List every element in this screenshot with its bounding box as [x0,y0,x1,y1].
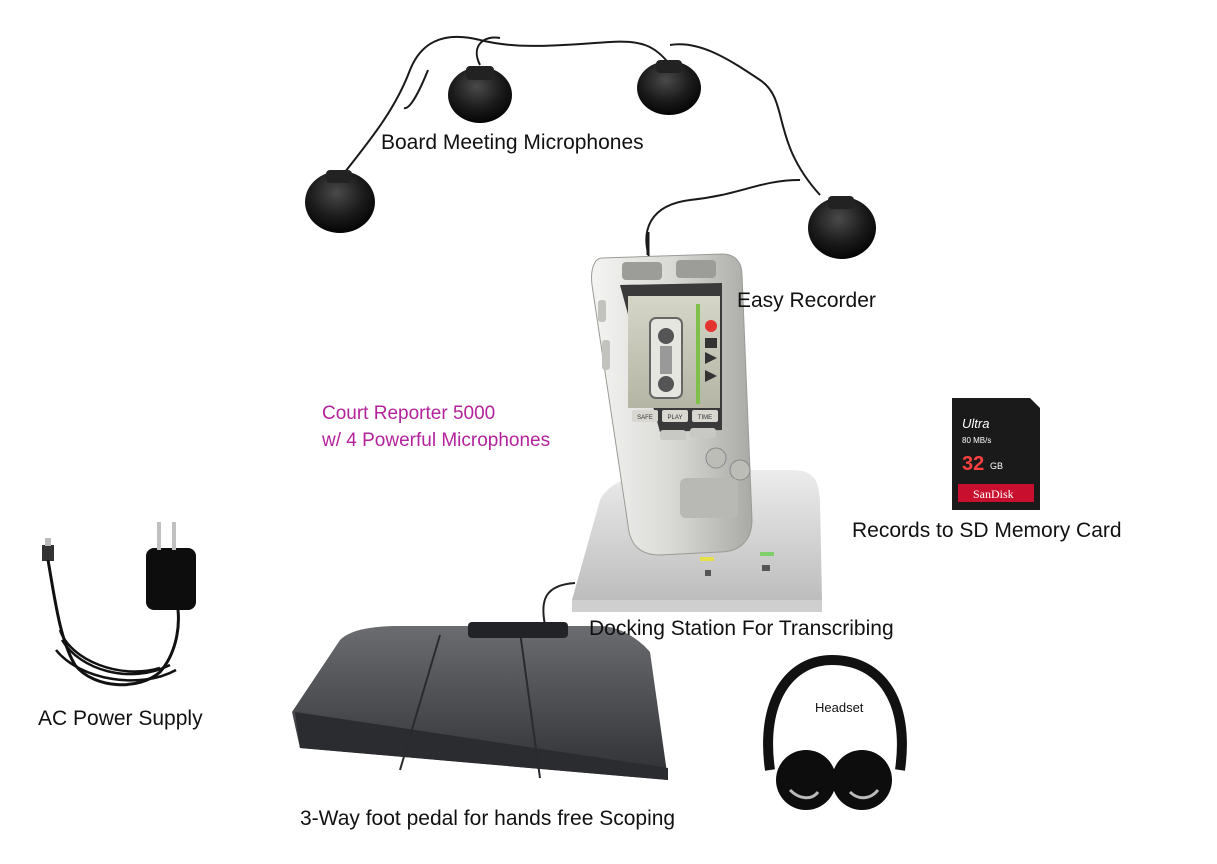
microphone-top-right [637,60,701,115]
microphone-right [808,196,876,259]
ac-power-supply [42,522,196,687]
sd-card-unit: GB [990,461,1003,471]
label-headset: Headset [815,700,864,715]
promo-line-1: Court Reporter 5000 [322,403,496,424]
foot-pedal [292,622,668,780]
microphone-top-left [448,66,512,123]
label-ac-power-supply: AC Power Supply [38,707,203,730]
easy-recorder-device [591,232,753,556]
sd-card-series: Ultra [962,416,989,431]
recorder-screen-button-label: PLAY [668,415,683,421]
pedal-cable [542,582,576,626]
label-sd-memory-card: Records to SD Memory Card [852,519,1122,542]
microphone-left [305,170,375,233]
sd-card-capacity: 32 [962,453,984,475]
promo-line-2: w/ 4 Powerful Microphones [322,430,551,451]
recorder-screen-button-label: SAFE [637,415,653,421]
label-easy-recorder: Easy Recorder [737,289,876,312]
sd-card [952,398,1040,510]
headset [763,654,907,810]
recorder-screen-button-label: TIME [698,415,712,421]
promo-text: Court Reporter 5000 w/ 4 Powerful Microp… [322,400,550,454]
sd-card-speed: 80 MB/s [962,436,991,445]
label-docking-station: Docking Station For Transcribing [589,617,894,640]
label-board-meeting-microphones: Board Meeting Microphones [381,131,644,154]
sd-card-brand: SanDisk [973,487,1014,501]
label-foot-pedal: 3-Way foot pedal for hands free Scoping [300,807,676,830]
